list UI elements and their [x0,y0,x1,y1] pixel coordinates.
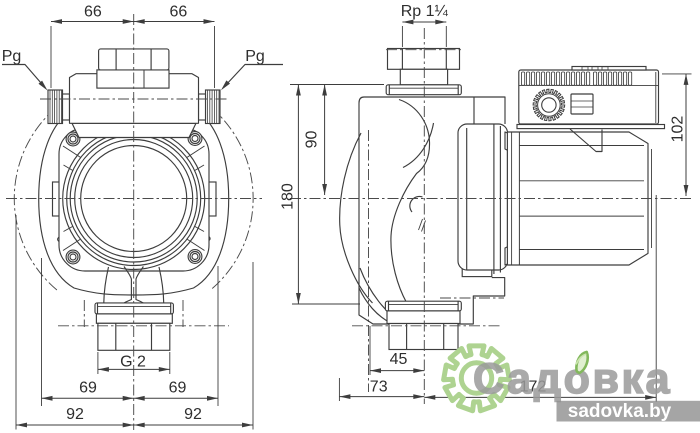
svg-text:69: 69 [169,380,187,397]
svg-text:90: 90 [304,131,321,149]
svg-text:69: 69 [79,380,97,397]
svg-text:172: 172 [520,379,547,396]
svg-text:66: 66 [84,4,102,21]
svg-text:92: 92 [66,406,84,423]
svg-text:92: 92 [184,406,202,423]
svg-text:102: 102 [670,116,687,143]
svg-text:sadovka.by: sadovka.by [568,401,672,422]
svg-text:Pg: Pg [245,48,265,65]
svg-text:66: 66 [170,4,188,21]
svg-text:180: 180 [280,183,297,210]
svg-text:Rp 1¼: Rp 1¼ [401,3,449,20]
svg-text:73: 73 [370,379,388,396]
svg-text:Pg: Pg [2,48,22,65]
svg-text:Садовка: Садовка [473,355,672,403]
svg-text:G 2: G 2 [120,354,146,371]
svg-text:45: 45 [390,351,408,368]
